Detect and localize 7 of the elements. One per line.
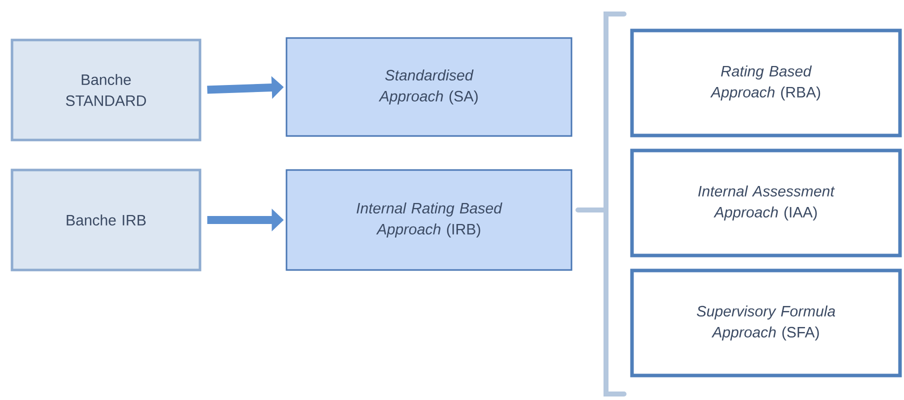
approach-box: Standardised Approach (SA) xyxy=(286,37,572,137)
method-box: Internal Assessment Approach (IAA) xyxy=(630,148,902,258)
source-box: Banche IRB xyxy=(10,168,202,272)
source-box: Banche STANDARD xyxy=(10,38,202,142)
approach-box: Internal Rating Based Approach (IRB) xyxy=(286,169,572,271)
method-box: Supervisory Formula Approach (SFA) xyxy=(630,268,902,378)
method-box: Rating Based Approach (RBA) xyxy=(630,28,902,138)
